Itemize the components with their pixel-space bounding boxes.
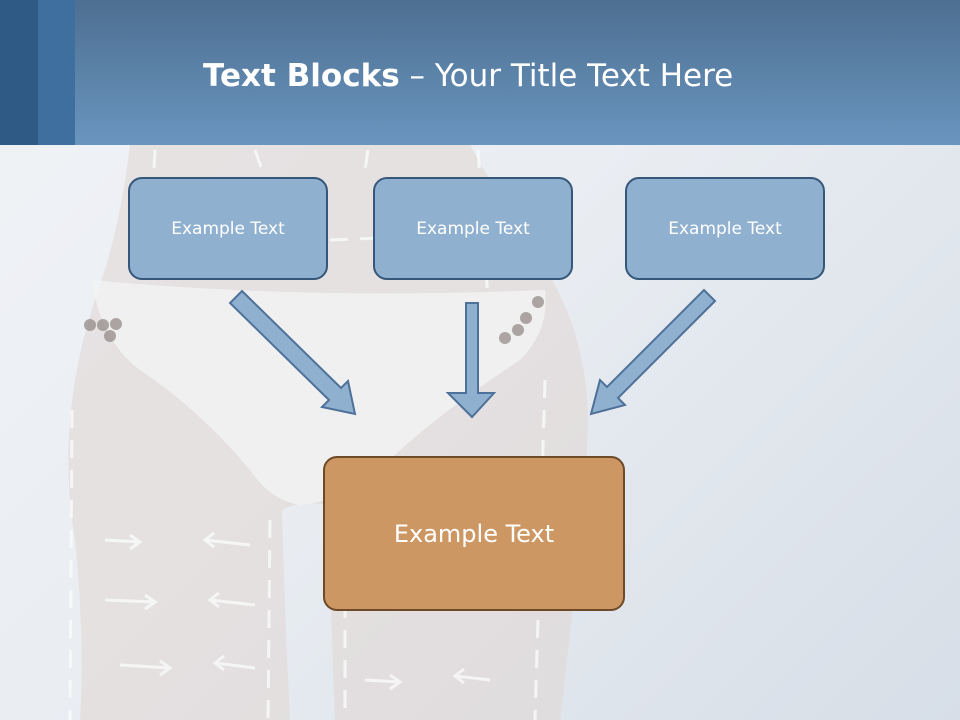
header-accent-mid <box>38 0 75 145</box>
text-block-2[interactable]: Example Text <box>373 177 573 280</box>
text-block-3[interactable]: Example Text <box>625 177 825 280</box>
title-bold: Text Blocks <box>203 58 400 94</box>
title-bar: Text Blocks – Your Title Text Here <box>0 0 960 145</box>
text-block-1[interactable]: Example Text <box>128 177 328 280</box>
header-accent-dark <box>0 0 38 145</box>
text-block-result[interactable]: Example Text <box>323 456 625 611</box>
slide-title: Text Blocks – Your Title Text Here <box>203 52 733 100</box>
title-rest: – Your Title Text Here <box>399 58 734 94</box>
